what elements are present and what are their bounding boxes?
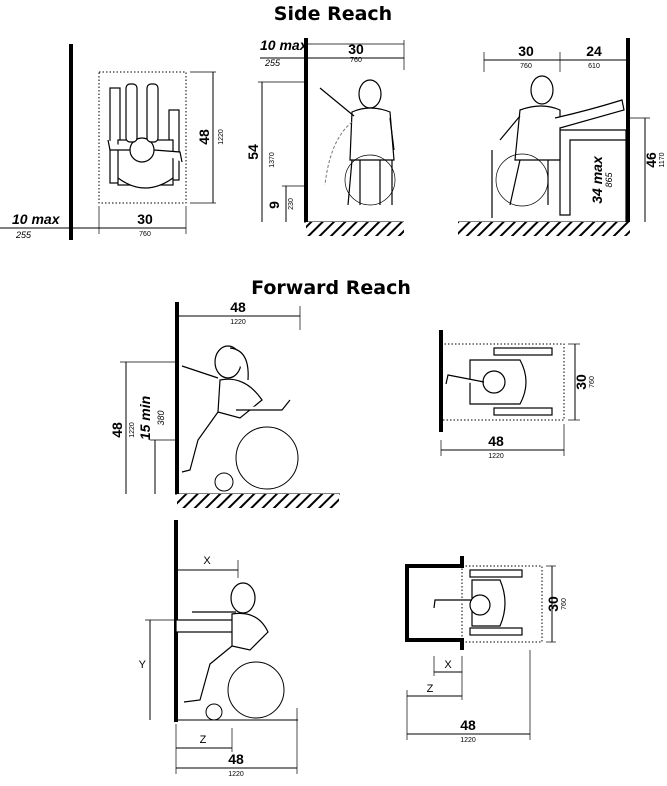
forward-reach-elevation: 48 1220 48 1220 15 min 380 <box>109 299 340 508</box>
width-mm: 760 <box>520 63 532 70</box>
clear-max-mm: 255 <box>264 58 281 68</box>
wheelchair-plan-figure <box>107 83 183 189</box>
low-value: 9 <box>266 201 282 209</box>
width-mm: 1220 <box>488 453 504 460</box>
forward-reach-title: Forward Reach <box>251 277 411 299</box>
low-value: 15 min <box>137 396 153 440</box>
width-value: 30 <box>518 43 534 59</box>
width-value: 48 <box>460 717 476 733</box>
floor-hatch <box>458 222 630 236</box>
forward-reach-over-obstruction-elevation: X Y Z 48 1220 <box>139 520 298 778</box>
x-label: X <box>444 659 452 671</box>
seated-person-figure <box>491 75 625 218</box>
width-value: 30 <box>137 211 153 227</box>
width-mm: 760 <box>350 57 362 64</box>
wheelchair-plan-figure <box>433 569 523 636</box>
high-mm: 1220 <box>129 422 136 438</box>
seated-woman-figure <box>183 582 285 721</box>
counter-mm: 865 <box>604 172 614 188</box>
width-mm: 1220 <box>228 771 244 778</box>
depth-mm: 1220 <box>218 129 225 145</box>
floor-hatch <box>306 222 404 236</box>
side-reach-over-obstruction: 30 760 24 610 46 1170 34 max 865 <box>458 38 666 236</box>
width-mm: 760 <box>139 231 151 238</box>
z-label: Z <box>200 734 207 746</box>
clear-floor-space <box>440 343 565 421</box>
z-label: Z <box>427 683 434 695</box>
clear-floor-space <box>461 565 543 643</box>
clear-floor-space <box>98 71 187 204</box>
depth-value: 48 <box>196 129 212 145</box>
side-reach-plan-view: 48 1220 30 760 10 max 255 <box>0 44 225 240</box>
high-mm: 1170 <box>659 152 666 167</box>
clear-max-value: 10 max <box>12 211 61 227</box>
counter-value: 34 max <box>589 155 605 204</box>
width-value: 48 <box>488 433 504 449</box>
side-reach-elevation: 10 max 255 30 760 54 1370 9 230 <box>245 37 405 236</box>
reach-mm: 610 <box>588 63 600 70</box>
high-value: 46 <box>643 152 659 168</box>
high-mm: 1370 <box>269 152 276 168</box>
low-mm: 380 <box>156 410 166 425</box>
depth-mm: 760 <box>561 598 568 610</box>
wheelchair-plan-figure <box>445 347 553 416</box>
width-value: 30 <box>348 41 364 57</box>
width-mm: 1220 <box>460 737 476 744</box>
forward-reach-over-obstruction-plan: 30 760 X Z 48 1220 <box>405 556 568 744</box>
width-value: 48 <box>230 299 246 315</box>
high-value: 54 <box>245 144 261 160</box>
side-reach-title: Side Reach <box>274 3 392 25</box>
counter-obstruction <box>175 619 239 633</box>
width-value: 48 <box>228 751 244 767</box>
counter-obstruction <box>559 129 627 222</box>
y-label: Y <box>139 659 147 671</box>
forward-reach-plan-view: 30 760 48 1220 <box>439 330 596 460</box>
high-value: 48 <box>109 422 125 438</box>
depth-value: 30 <box>545 596 561 612</box>
x-label: X <box>203 555 211 567</box>
width-mm: 1220 <box>230 319 246 326</box>
clear-max-mm: 255 <box>15 230 32 240</box>
depth-mm: 760 <box>589 376 596 388</box>
reach-value: 24 <box>586 43 602 59</box>
floor-hatch <box>177 494 339 508</box>
depth-value: 30 <box>573 374 589 390</box>
seated-woman-figure <box>181 345 299 492</box>
seated-person-figure <box>319 79 396 206</box>
low-mm: 230 <box>288 198 295 210</box>
clear-max-value: 10 max <box>260 37 309 53</box>
